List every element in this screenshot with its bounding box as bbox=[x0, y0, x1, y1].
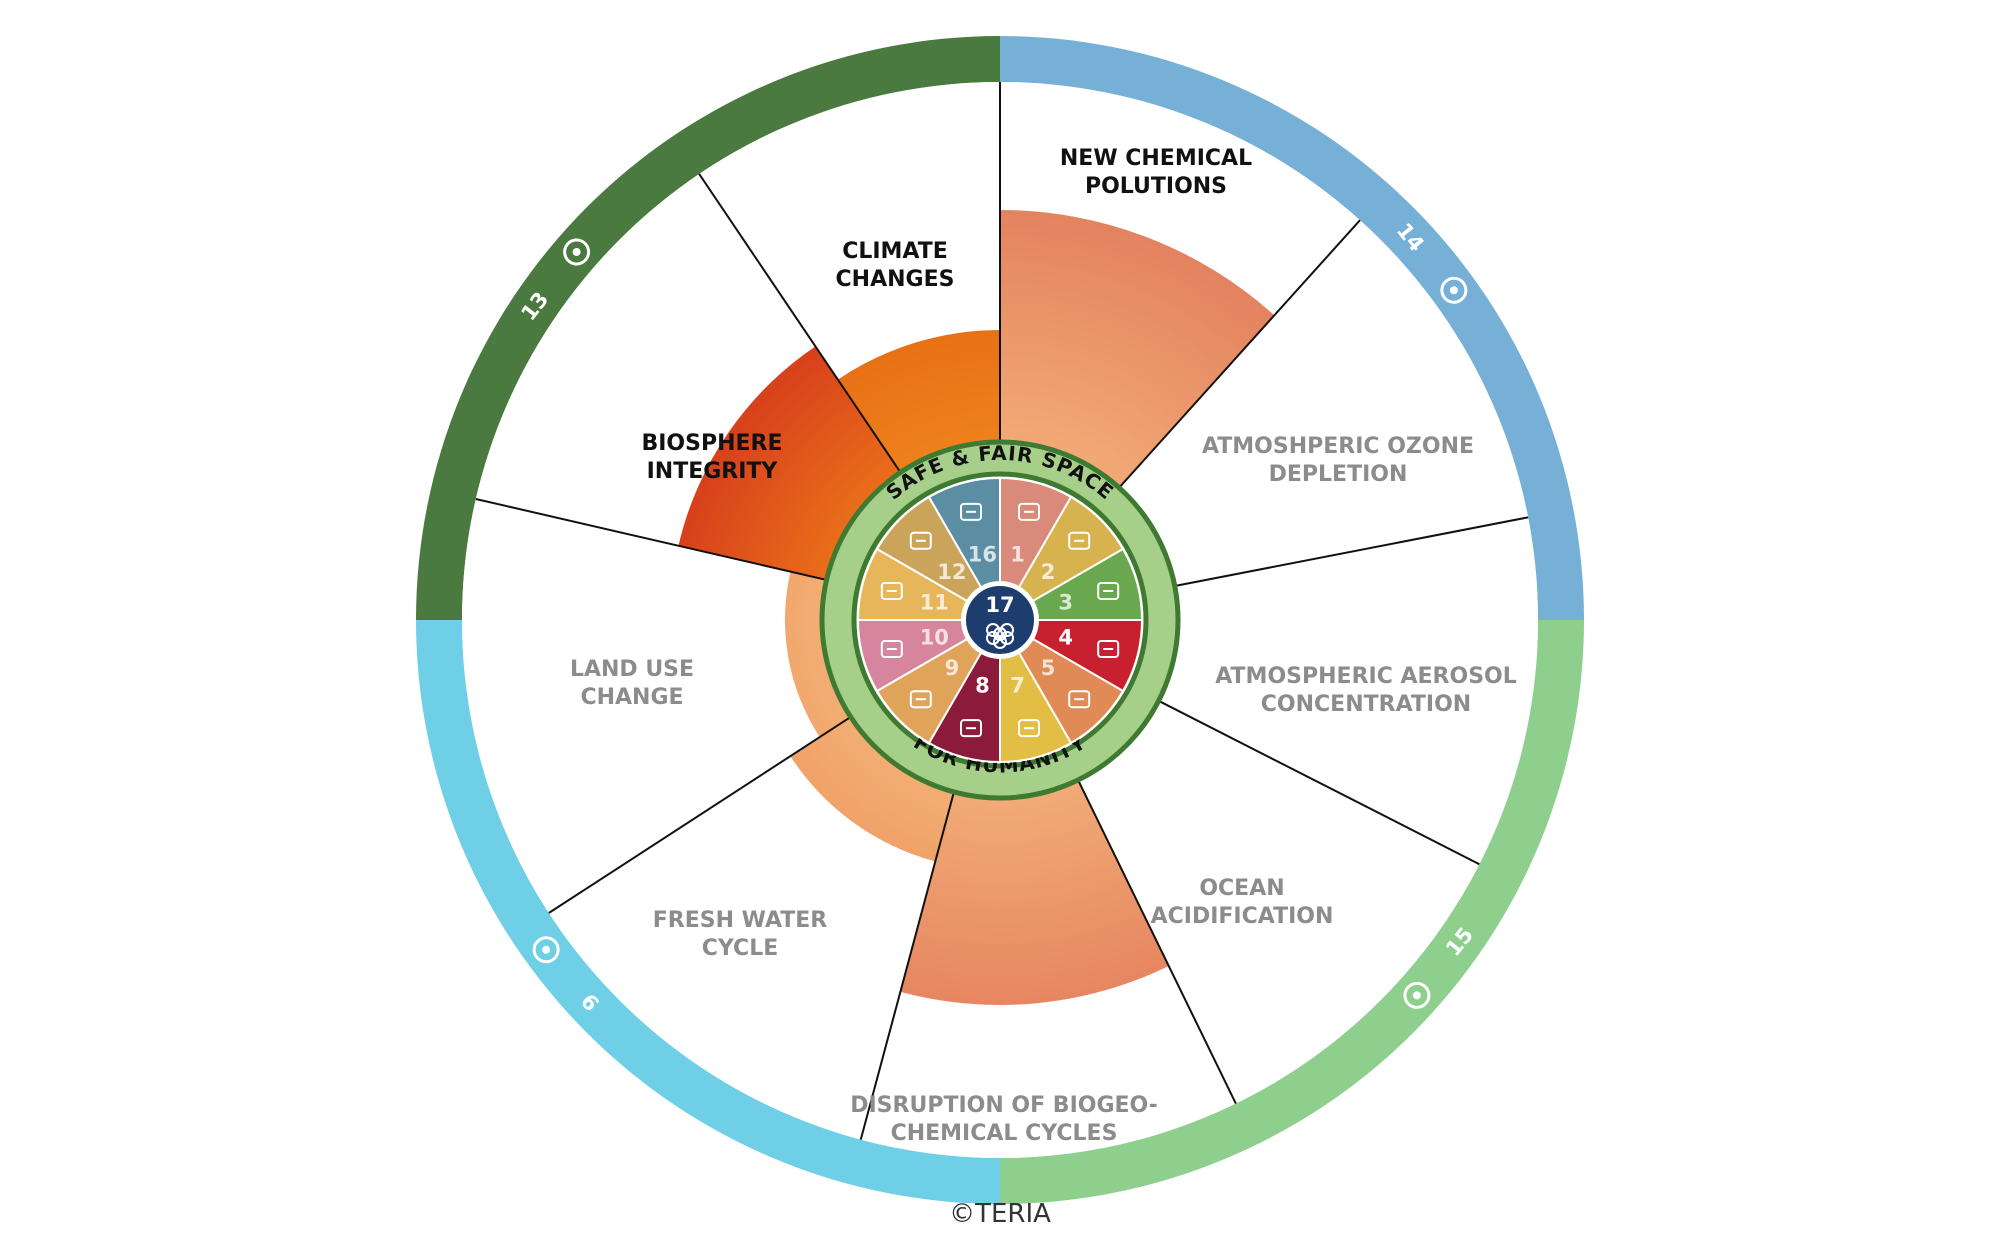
divider-line bbox=[698, 173, 902, 473]
boundary-label-3: ATMOSPHERIC AEROSOL CONCENTRATION bbox=[1215, 664, 1517, 717]
growth-chart-icon bbox=[960, 719, 983, 738]
flower-rings-icon bbox=[986, 623, 1014, 649]
gender-icon bbox=[1068, 690, 1091, 709]
fish-waves-icon bbox=[1440, 276, 1468, 304]
boundary-wedge-9 bbox=[837, 330, 1000, 480]
infinity-icon bbox=[909, 531, 932, 550]
dove-icon bbox=[960, 502, 983, 521]
boundary-label-line: DISRUPTION OF BIOGEO- bbox=[850, 1093, 1158, 1118]
boundary-dividers bbox=[475, 82, 1529, 1140]
boundary-label-line: ATMOSHPERIC OZONE bbox=[1202, 434, 1474, 459]
outer-ring-segment-14 bbox=[1000, 36, 1584, 620]
boundary-label-8: BIOSPHERE INTEGRITY bbox=[641, 431, 782, 484]
tree-bird-icon bbox=[1403, 981, 1431, 1009]
boundary-label-line: ATMOSPHERIC AEROSOL bbox=[1215, 664, 1517, 689]
sdg-segment-16: 16 bbox=[927, 476, 1001, 589]
sdg-segment-7: 7 bbox=[999, 651, 1073, 764]
globe-eye-icon bbox=[563, 238, 591, 266]
book-icon bbox=[1097, 639, 1120, 658]
boundary-label-line: LAND USE bbox=[570, 657, 694, 682]
boundary-wedge-1 bbox=[1000, 210, 1275, 494]
outer-ring-segment-15 bbox=[1000, 620, 1584, 1204]
equality-icon bbox=[880, 639, 903, 658]
sdg-number: 1 bbox=[1010, 542, 1025, 566]
sdg-number: 10 bbox=[920, 626, 949, 650]
boundary-label-line: DEPLETION bbox=[1269, 462, 1408, 487]
boundary-label-6: FRESH WATER CYCLE bbox=[653, 908, 828, 961]
sdg-number: 4 bbox=[1058, 626, 1073, 650]
sdg-number: 3 bbox=[1058, 590, 1073, 614]
outer-ring-segment-13 bbox=[416, 36, 1000, 620]
sdg-core bbox=[962, 582, 1038, 658]
center-badge: SAFE & FAIR SPACE FOR HUMANITY 123457891… bbox=[819, 439, 1181, 801]
outer-ring-segment-6 bbox=[416, 620, 1000, 1204]
cubes-icon bbox=[909, 690, 932, 709]
family-icon bbox=[1017, 502, 1040, 521]
boundary-label-line: BIOSPHERE bbox=[641, 431, 782, 456]
boundary-wedge-5 bbox=[900, 772, 1169, 1005]
boundary-label-line: CHEMICAL CYCLES bbox=[891, 1121, 1118, 1146]
divider-line bbox=[1158, 699, 1480, 866]
boundary-label-line: CONCENTRATION bbox=[1261, 692, 1471, 717]
sdg-number: 11 bbox=[920, 590, 949, 614]
divider-line bbox=[475, 498, 827, 581]
boundary-label-1: NEW CHEMICAL POLUTIONS bbox=[1060, 146, 1252, 199]
boundary-label-line: FRESH WATER bbox=[653, 908, 828, 933]
sdg-number: 16 bbox=[968, 542, 997, 566]
sdg-number: 9 bbox=[945, 656, 960, 680]
divider-line bbox=[859, 791, 955, 1140]
boundary-label-line: OCEAN bbox=[1199, 876, 1284, 901]
city-icon bbox=[880, 582, 903, 601]
boundary-label-line: INTEGRITY bbox=[647, 459, 779, 484]
boundary-label-line: ACIDIFICATION bbox=[1151, 904, 1334, 929]
divider-line bbox=[1118, 219, 1361, 489]
water-drop-glass-icon bbox=[532, 936, 560, 964]
boundary-wedge-6 bbox=[790, 712, 957, 862]
boundary-label-line: CLIMATE bbox=[842, 239, 948, 264]
outer-ring bbox=[416, 36, 1584, 1204]
sdg-number: 7 bbox=[1010, 674, 1025, 698]
sdg-number: 5 bbox=[1041, 656, 1056, 680]
copyright: ©TERIA bbox=[949, 1199, 1051, 1229]
bowl-icon bbox=[1068, 531, 1091, 550]
boundary-label-line: CYCLE bbox=[702, 936, 778, 961]
divider-line bbox=[1077, 779, 1237, 1104]
boundary-labels: NEW CHEMICAL POLUTIONS ATMOSHPERIC OZONE DE… bbox=[570, 146, 1517, 1146]
boundary-wedges bbox=[678, 210, 1275, 1005]
boundary-label-line: CHANGES bbox=[836, 267, 955, 292]
divider-line bbox=[1174, 516, 1529, 588]
boundary-label-9: CLIMATE CHANGES bbox=[836, 239, 955, 292]
sdg-segment-10: 10 bbox=[856, 619, 969, 693]
sdg-number: 12 bbox=[937, 560, 966, 584]
sdg-number: 8 bbox=[975, 674, 990, 698]
sun-icon bbox=[1017, 719, 1040, 738]
boundary-label-line: POLUTIONS bbox=[1085, 174, 1227, 199]
boundary-label-line: NEW CHEMICAL bbox=[1060, 146, 1252, 171]
boundary-label-7: LAND USE CHANGE bbox=[570, 657, 694, 710]
boundary-label-4: OCEAN ACIDIFICATION bbox=[1151, 876, 1334, 929]
heartbeat-icon bbox=[1097, 582, 1120, 601]
boundary-label-line: CHANGE bbox=[580, 685, 683, 710]
boundary-label-2: ATMOSHPERIC OZONE DEPLETION bbox=[1202, 434, 1474, 487]
sdg-core-number: 17 bbox=[985, 593, 1014, 617]
boundary-label-5: DISRUPTION OF BIOGEO- CHEMICAL CYCLES bbox=[850, 1093, 1158, 1146]
divider-line bbox=[548, 716, 852, 914]
sdg-number: 2 bbox=[1041, 560, 1056, 584]
